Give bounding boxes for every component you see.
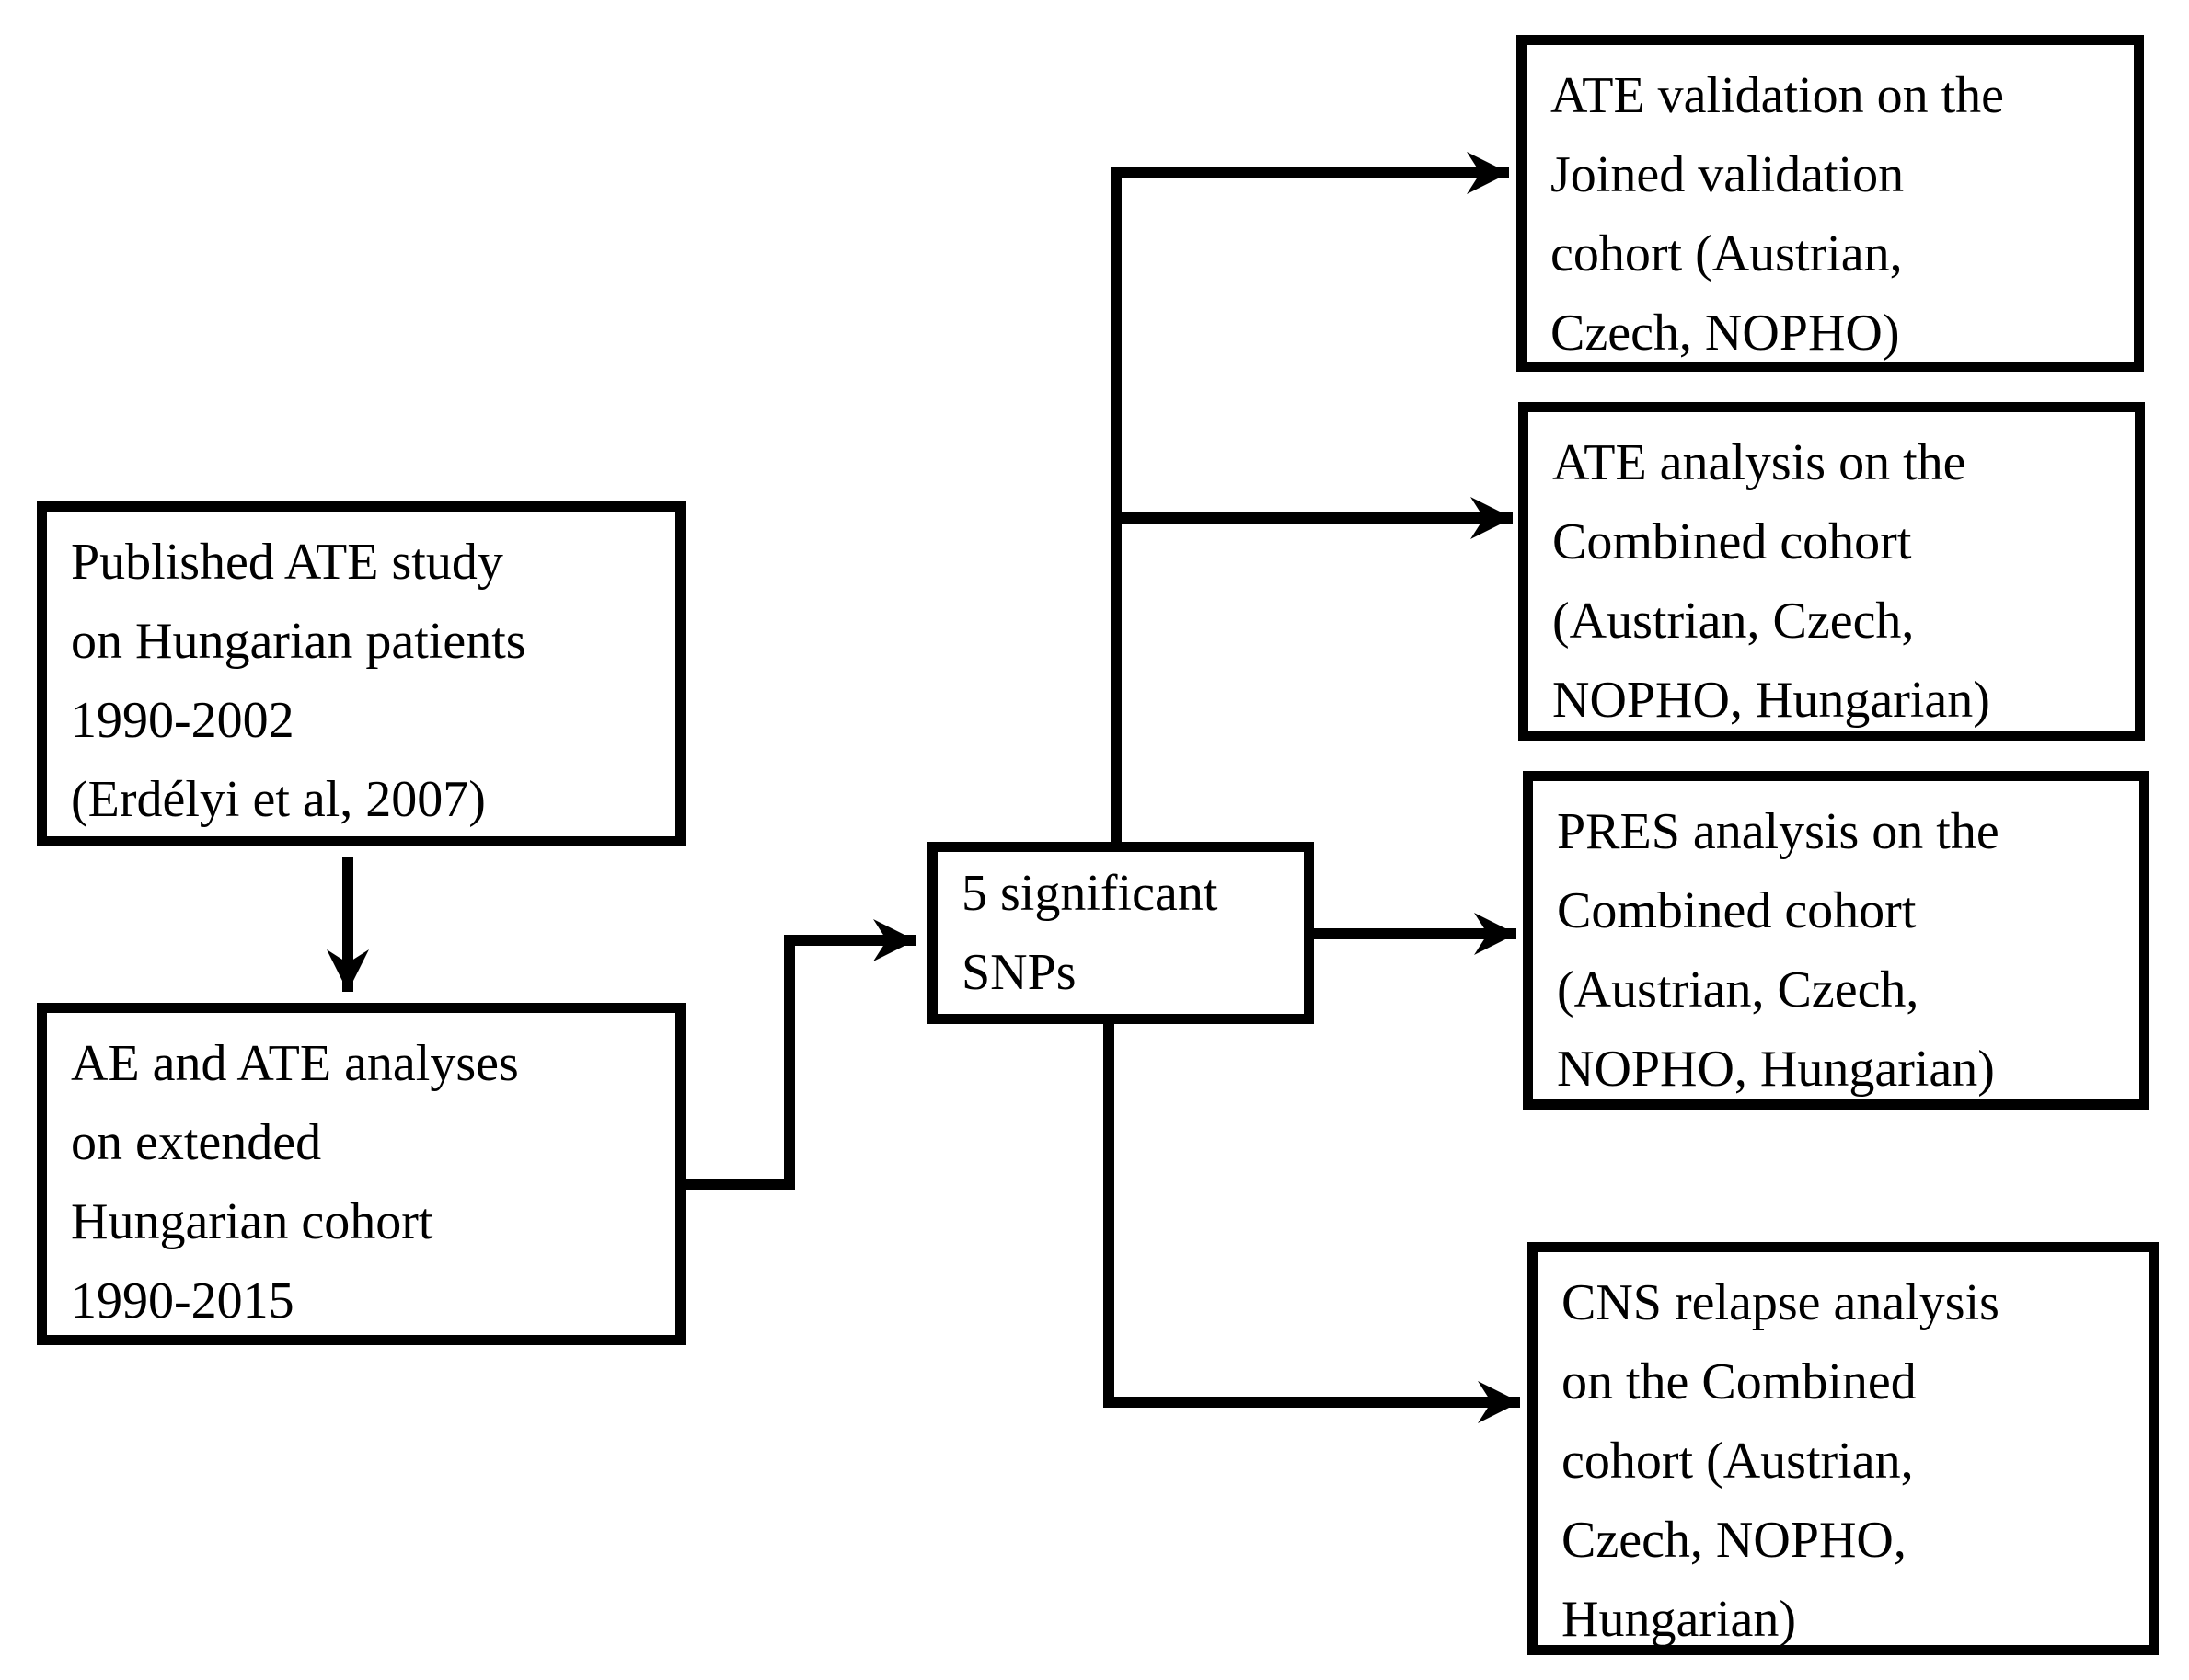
node-published-ate-study: Published ATE study on Hungarian patient…	[37, 501, 686, 846]
node-ate-analysis-combined-cohort: ATE analysis on the Combined cohort (Aus…	[1518, 402, 2145, 741]
node-five-significant-snps-label: 5 significant SNPs	[962, 865, 1218, 1001]
node-pres-analysis-combined-cohort: PRES analysis on the Combined cohort (Au…	[1523, 771, 2149, 1110]
node-pres-analysis-combined-cohort-label: PRES analysis on the Combined cohort (Au…	[1557, 803, 1999, 1098]
arrow-extended-to-snps	[686, 919, 916, 1190]
node-ate-analysis-combined-cohort-label: ATE analysis on the Combined cohort (Aus…	[1552, 434, 1990, 729]
node-five-significant-snps: 5 significant SNPs	[927, 842, 1314, 1024]
arrow-snps-to-ate-validation	[1111, 152, 1509, 842]
node-ate-validation-joined-cohort: ATE validation on the Joined validation …	[1516, 35, 2144, 372]
node-cns-relapse-analysis-combined-cohort-label: CNS relapse analysis on the Combined coh…	[1561, 1274, 1999, 1648]
arrow-snps-to-cns	[1103, 1019, 1520, 1423]
node-published-ate-study-label: Published ATE study on Hungarian patient…	[71, 534, 526, 828]
node-ate-validation-joined-cohort-label: ATE validation on the Joined validation …	[1550, 67, 2005, 362]
node-cns-relapse-analysis-combined-cohort: CNS relapse analysis on the Combined coh…	[1527, 1242, 2159, 1655]
node-ae-ate-analyses-extended-cohort: AE and ATE analyses on extended Hungaria…	[37, 1003, 686, 1345]
node-ae-ate-analyses-extended-cohort-label: AE and ATE analyses on extended Hungaria…	[71, 1035, 519, 1329]
